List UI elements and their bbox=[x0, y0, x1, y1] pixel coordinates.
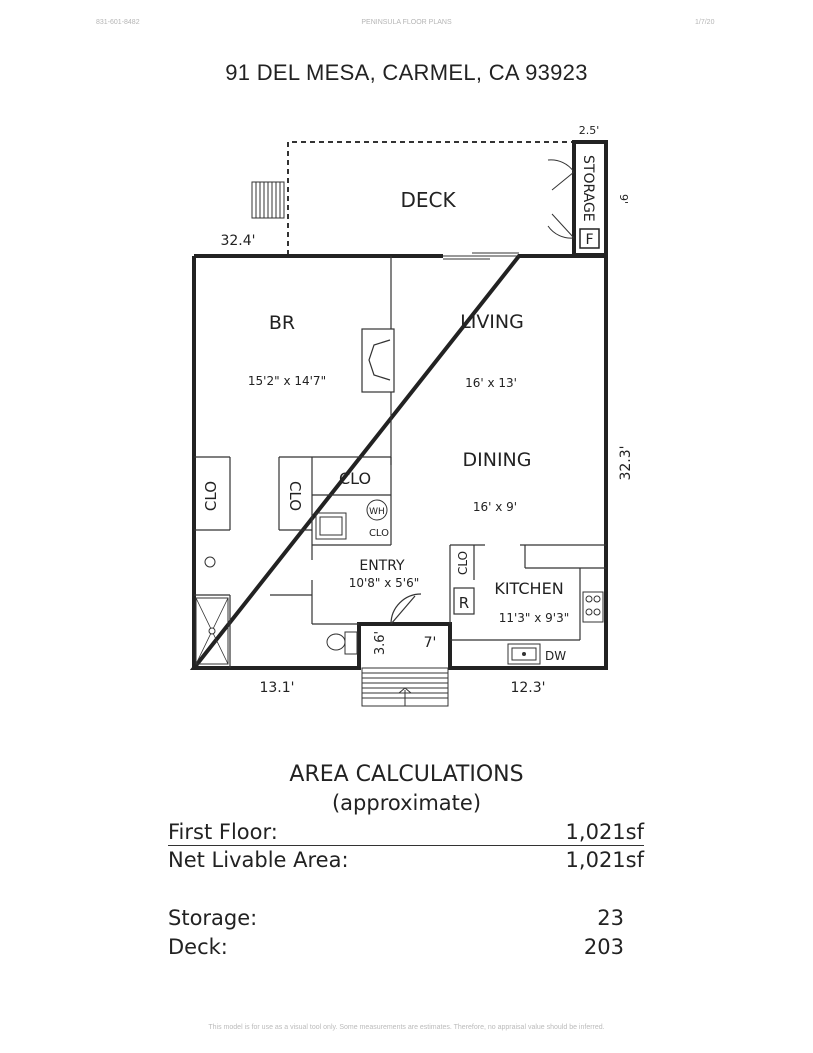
deck-outline bbox=[287, 141, 574, 255]
room-clo-wh: CLO bbox=[369, 528, 389, 539]
room-clo-kitchen: CLO bbox=[456, 551, 470, 575]
sink-icon bbox=[507, 643, 541, 665]
dishwasher-label: DW bbox=[545, 649, 566, 663]
interior-walls bbox=[194, 256, 606, 668]
dim-bottom-right: 12.3' bbox=[510, 680, 545, 696]
footer-disclaimer: This model is for use as a visual tool o… bbox=[208, 1024, 605, 1031]
room-clo-left: CLO bbox=[202, 481, 220, 511]
front-stairs bbox=[361, 667, 449, 707]
dim-storage-width: 2.5' bbox=[579, 124, 600, 137]
room-clo-top: CLO bbox=[339, 469, 371, 488]
refrigerator-box bbox=[453, 587, 475, 615]
room-dining-size: 16' x 9' bbox=[473, 500, 517, 514]
stove-icon bbox=[582, 591, 604, 623]
room-entry-size: 10'8" x 5'6" bbox=[349, 576, 420, 590]
room-br-size: 15'2" x 14'7" bbox=[248, 374, 326, 388]
dim-house-depth: 32.3' bbox=[618, 445, 634, 480]
dim-deck-width: 32.4' bbox=[220, 233, 255, 249]
room-entry: ENTRY bbox=[359, 558, 405, 574]
dim-bottom-left: 13.1' bbox=[259, 680, 294, 696]
room-br: BR bbox=[269, 312, 295, 334]
dim-storage-depth: 9' bbox=[617, 194, 630, 204]
room-kitchen: KITCHEN bbox=[494, 579, 563, 598]
dim-porch-width: 7' bbox=[424, 635, 437, 651]
storage-label: STORAGE bbox=[580, 155, 596, 222]
refrigerator-label: R bbox=[459, 594, 469, 612]
deck-stairs bbox=[251, 181, 285, 219]
room-deck: DECK bbox=[400, 188, 456, 212]
water-heater-label: WH bbox=[369, 507, 385, 517]
room-kitchen-size: 11'3" x 9'3" bbox=[499, 611, 570, 625]
exterior-walls bbox=[189, 254, 608, 670]
header-date: 1/7/20 bbox=[695, 19, 715, 26]
water-heater-icon bbox=[366, 499, 388, 521]
room-living: LIVING bbox=[460, 311, 524, 333]
room-clo-mid: CLO bbox=[286, 481, 304, 511]
furnace-label: F bbox=[585, 232, 593, 248]
header-phone: 831-601-8482 bbox=[96, 19, 140, 26]
page-title: 91 DEL MESA, CARMEL, CA 93923 bbox=[225, 60, 588, 85]
furnace-box bbox=[579, 228, 600, 249]
bath-fixtures bbox=[195, 512, 358, 665]
room-living-size: 16' x 13' bbox=[465, 376, 517, 390]
header-company: PENINSULA FLOOR PLANS bbox=[361, 19, 452, 26]
room-dining: DINING bbox=[463, 449, 532, 471]
dim-porch-depth: 3.6' bbox=[373, 631, 388, 655]
